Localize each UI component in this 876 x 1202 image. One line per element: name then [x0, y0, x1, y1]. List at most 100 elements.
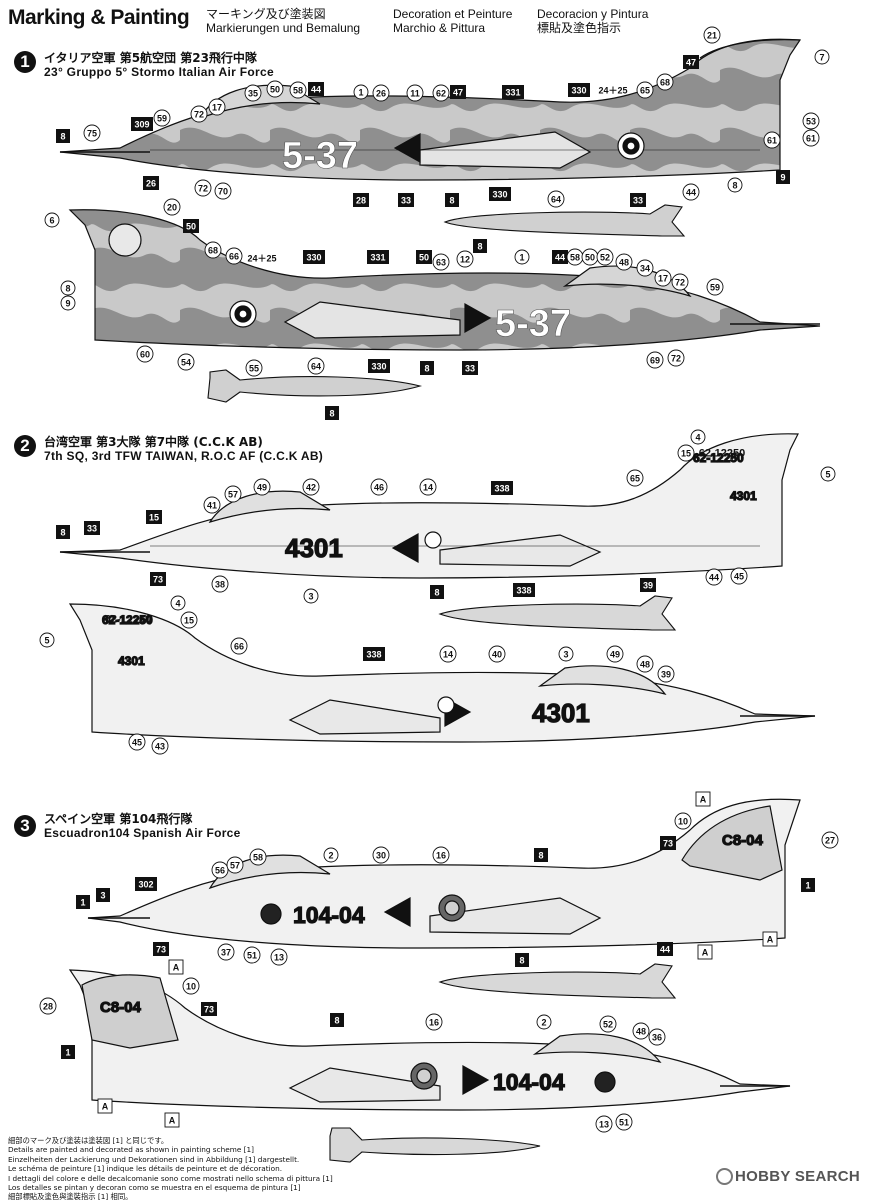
header-cn: 標貼及塗色指示	[537, 21, 622, 35]
callout-label: 47	[686, 58, 696, 68]
callout-label: 8	[60, 528, 65, 538]
section-2-number: 2	[14, 435, 36, 457]
callout-label: 1	[65, 1048, 70, 1058]
callout-s1_upper-21: 75	[83, 124, 101, 142]
callout-label: 20	[167, 203, 177, 213]
callout-s3_upper-4: 2	[323, 847, 339, 863]
header-fr: Decoration et Peinture	[393, 7, 513, 21]
callout-s3_lower-12: A	[164, 1112, 180, 1128]
callout-s1_lower-22: 9	[60, 295, 76, 311]
spain-code-lower: 104-04	[493, 1069, 565, 1095]
callout-s1_tank2-2: 8	[325, 406, 339, 420]
note-en: Details are painted and decorated as sho…	[8, 1145, 254, 1155]
spain-tail-code-lower: C8-04	[100, 999, 142, 1016]
callout-s1_upper-7: 44	[308, 82, 324, 96]
callout-label: 2	[541, 1018, 546, 1028]
note-it: I dettagli del colore e delle decalcoman…	[8, 1173, 333, 1183]
callout-label: 51	[247, 951, 257, 961]
section-3-en: Escuadron104 Spanish Air Force	[44, 826, 241, 840]
callout-s2_upper-2: 62-12250	[699, 448, 746, 460]
callout-label: 12	[460, 255, 470, 265]
callout-s1_tank2-0: 64	[307, 357, 325, 375]
callout-label: 43	[155, 742, 165, 752]
spain-tail-code-upper: C8-04	[722, 832, 764, 849]
callout-s3_lower-3: 73	[201, 1002, 217, 1016]
callout-s3_lower-4: 8	[330, 1013, 344, 1027]
callout-s1_upper-13: 330	[568, 83, 590, 97]
callout-label: 8	[424, 364, 429, 374]
italy-drop-tank-2	[207, 369, 423, 403]
callout-label: 21	[707, 31, 717, 41]
callout-label: 2	[328, 851, 333, 861]
callout-label: A	[702, 948, 709, 958]
callout-label: 331	[370, 253, 385, 263]
callout-s1_lower-25: 55	[245, 359, 263, 377]
callout-s2_upper-4: 41	[203, 496, 221, 514]
callout-label: 46	[374, 483, 384, 493]
callout-label: 16	[429, 1018, 439, 1028]
callout-label: 68	[208, 246, 218, 256]
callout-s1_upper-2: 7	[814, 49, 830, 65]
callout-s1_lower-10: 12	[456, 250, 474, 268]
callout-label: 27	[825, 836, 835, 846]
callout-s2_lower-10: 48	[636, 655, 654, 673]
callout-s1_upper-33: 8	[727, 177, 743, 193]
callout-label: 73	[153, 575, 163, 585]
callout-label: 15	[681, 449, 691, 459]
callout-label: 72	[675, 278, 685, 288]
section-1-number: 1	[14, 51, 36, 73]
callout-label: 72	[194, 110, 204, 120]
callout-label: 61	[806, 134, 816, 144]
callout-s2_upper-7: 42	[302, 478, 320, 496]
callout-label: 7	[819, 53, 824, 63]
callout-label: 14	[423, 483, 433, 493]
spain-aircraft-left-view: 104-04 C8-04	[87, 798, 801, 949]
taiwan-code-lower: 4301	[532, 698, 590, 728]
callout-label: 49	[610, 650, 620, 660]
callout-label: 330	[571, 86, 586, 96]
callout-label: A	[102, 1102, 109, 1112]
callout-label: 11	[410, 89, 420, 99]
callout-label: A	[700, 795, 707, 805]
callout-s3_lower-11: A	[97, 1098, 113, 1114]
callout-label: 338	[516, 586, 531, 596]
spain-drop-tank-1	[438, 963, 677, 999]
callout-s2_lower-5: 338	[363, 647, 385, 661]
callout-label: 52	[600, 253, 610, 263]
callout-s2_tank-1: 338	[513, 583, 535, 597]
callout-s1_upper-5: 50	[266, 80, 284, 98]
spain-code-upper: 104-04	[293, 902, 365, 928]
callout-s1_lower-26: 8	[420, 361, 434, 375]
callout-s2_upper-0: 4	[690, 429, 706, 445]
callout-s3_upper-1: 10	[674, 812, 692, 830]
callout-label: 8	[449, 196, 454, 206]
callout-s1_lower-21: 8	[60, 280, 76, 296]
callout-label: 59	[157, 114, 167, 124]
callout-label: 16	[436, 851, 446, 861]
callout-label: 1	[805, 881, 810, 891]
callout-label: 17	[212, 103, 222, 113]
callout-s2_upper-11: 65	[626, 469, 644, 487]
callout-s1_upper-18: 17	[208, 98, 226, 116]
callout-s1_tank-1: 64	[547, 190, 565, 208]
callout-label: 5	[44, 636, 49, 646]
callout-s1_tank-2: 8	[473, 239, 487, 253]
callout-label: 4	[695, 433, 700, 443]
italy-code-upper: 5-37	[282, 135, 358, 177]
callout-s1_upper-34: 9	[776, 170, 790, 184]
callout-s1_lower-3: 68	[204, 241, 222, 259]
callout-label: 15	[149, 513, 159, 523]
callout-label: 30	[376, 851, 386, 861]
callout-s1_upper-8: 26	[372, 84, 390, 102]
callout-s1_upper-11: 47	[450, 85, 466, 99]
callout-s3_upper-14: 73	[153, 942, 169, 956]
callout-s2_upper-13: 33	[84, 521, 100, 535]
callout-label: 58	[293, 86, 303, 96]
callout-label: 59	[710, 283, 720, 293]
callout-label: 44	[660, 945, 670, 955]
callout-label: 36	[652, 1033, 662, 1043]
callout-label: 39	[661, 670, 671, 680]
callout-s1_upper-14: 24＋25	[598, 86, 627, 96]
hobby-search-logo-icon	[716, 1168, 733, 1185]
callout-s1_lower-14: 50	[581, 248, 599, 266]
